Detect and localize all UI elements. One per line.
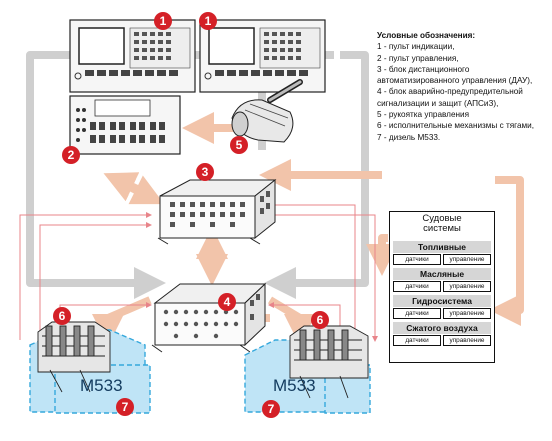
engine-label-left: М533 [80,376,123,395]
badge-1-right: 1 [199,12,217,30]
legend-item: 2 - пульт управления, [377,53,459,63]
sensors-cell: датчики [393,335,441,346]
legend-item: 7 - дизель М533. [377,132,441,142]
sensors-cell: датчики [393,281,441,292]
sensors-cell: датчики [393,254,441,265]
control-cell: управление [443,335,491,346]
apsiz-unit-icon [151,282,267,353]
legend-item: 5 - рукоятка управления [377,110,470,120]
control-cell: управление [443,254,491,265]
ship-systems-title-line1: Судовые [422,213,462,224]
control-handle-icon [231,79,303,143]
badge-5: 5 [230,136,248,154]
legend: Условные обозначения: 1 - пульт индикаци… [377,30,549,143]
control-cell: управление [443,281,491,292]
legend-title: Условные обозначения: [377,31,476,40]
legend-item: 4 - блок аварийно-предупредительной [377,87,523,97]
badge-7-left: 7 [116,398,134,416]
ship-systems-title-line2: системы [423,223,461,234]
badge-1-left: 1 [154,12,172,30]
dau-unit-icon [157,178,277,245]
system-group-name: Сжатого воздуха [393,322,491,334]
indication-panel-icon [199,19,326,93]
actuator-icon [37,321,111,393]
ship-systems-title: Судовые системы [390,212,494,238]
legend-item: 1 - пульт индикации, [377,42,455,52]
legend-item: сигнализации и защит (АПСиЗ), [377,98,499,108]
badge-3: 3 [196,163,214,181]
control-panel-icon [69,95,181,155]
system-group-name: Масляные [393,268,491,280]
actuator-icon [289,325,369,399]
sensors-cell: датчики [393,308,441,319]
badge-4: 4 [218,293,236,311]
system-group-name: Гидросистема [393,295,491,307]
badge-6-right: 6 [311,311,329,329]
badge-7-right: 7 [262,400,280,418]
badge-2: 2 [62,146,80,164]
control-cell: управление [443,308,491,319]
indication-panel-icon [69,19,196,93]
legend-item: автоматизированного управления (ДАУ), [377,76,533,86]
main-link-arrows [92,112,524,346]
system-group-name: Топливные [393,241,491,253]
legend-item: 6 - исполнительные механизмы с тягами, [377,121,534,131]
engine-label-right: М533 [273,376,316,395]
badge-6-left: 6 [53,307,71,325]
legend-item: 3 - блок дистанционного [377,64,470,74]
